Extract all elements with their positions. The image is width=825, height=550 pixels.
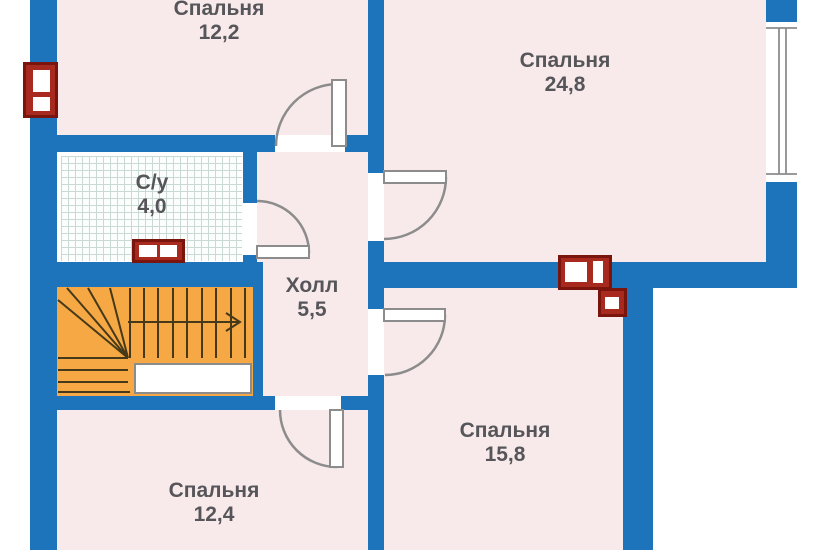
room-name: Холл	[285, 274, 339, 297]
room-bedroom-24-8	[384, 0, 766, 262]
room-name: Спальня	[173, 0, 265, 20]
door-opening-bathroom	[243, 203, 257, 255]
door-opening-bedroom-12-4	[275, 396, 341, 410]
room-area: 15,8	[484, 443, 526, 466]
room-label-bedroom-12-2: Спальня 12,2	[119, 0, 319, 45]
wall-stairs-right	[253, 262, 263, 410]
chimney-block-bedroom-24-8	[558, 255, 612, 290]
chimney-flue	[593, 261, 603, 283]
room-name: Спальня	[459, 419, 551, 442]
room-area: 4,0	[137, 195, 167, 218]
door-opening-bedroom-15-8	[368, 309, 384, 375]
chimney-flue	[33, 70, 50, 92]
wall-bedroom15-8-right	[623, 288, 653, 550]
room-label-bathroom: С/у 4,0	[92, 171, 212, 219]
room-area: 12,4	[193, 503, 235, 526]
door-opening-bedroom-24-8	[368, 173, 384, 241]
chimney-flue	[605, 297, 619, 309]
window-opening	[766, 22, 797, 182]
chimney-flue	[565, 262, 587, 282]
chimney-block-left-wall	[23, 62, 58, 118]
room-area: 24,8	[544, 73, 586, 96]
room-name: Спальня	[519, 49, 611, 72]
chimney-block-bathroom	[132, 239, 185, 263]
room-area: 12,2	[198, 21, 240, 44]
room-name: С/у	[135, 171, 169, 194]
chimney-flue	[139, 245, 157, 257]
wall-bathroom-bottom	[30, 262, 263, 287]
room-area: 5,5	[297, 298, 327, 321]
room-label-bedroom-24-8: Спальня 24,8	[465, 49, 665, 97]
staircase	[57, 287, 253, 396]
room-label-hall: Холл 5,5	[257, 274, 367, 322]
room-label-bedroom-15-8: Спальня 15,8	[405, 419, 605, 467]
room-label-bedroom-12-4: Спальня 12,4	[114, 479, 314, 527]
chimney-block-bedroom-15-8	[598, 288, 627, 317]
chimney-flue	[33, 97, 50, 111]
door-opening-bedroom-12-2	[275, 135, 345, 152]
chimney-flue	[160, 245, 177, 257]
room-name: Спальня	[168, 479, 260, 502]
room-hall	[257, 152, 368, 396]
